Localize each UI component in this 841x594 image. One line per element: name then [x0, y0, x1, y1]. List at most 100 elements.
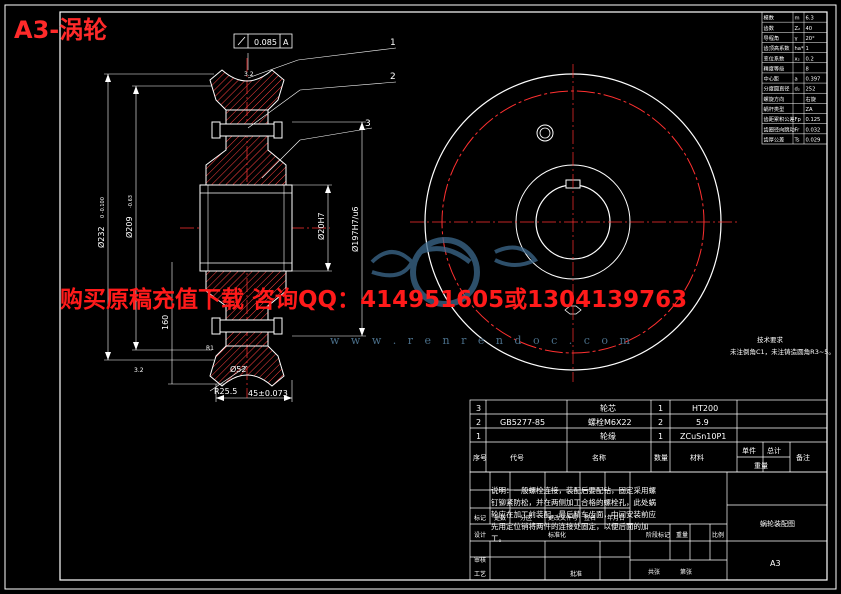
bom-h-unit: 单件: [742, 446, 756, 455]
param-cell: 分度圆直径: [764, 85, 790, 93]
tb-stage: 阶段标记: [646, 531, 670, 539]
param-cell: 0.032: [806, 127, 821, 133]
param-cell: 右旋: [806, 95, 817, 103]
tb-weight: 重量: [676, 531, 688, 539]
dim-d3: Ø197H7/u6: [350, 206, 360, 252]
param-cell: d₂: [795, 87, 800, 93]
param-cell: Ts: [794, 138, 800, 144]
param-cell: 0.125: [806, 117, 821, 123]
tb-change: 更改文件号: [548, 514, 578, 522]
dim-d2-tol: -0.63: [128, 195, 134, 208]
bom-row1-no: 1: [476, 432, 481, 441]
param-cell: 0.029: [806, 138, 821, 144]
param-cell: Fp: [795, 117, 802, 123]
param-cell: γ: [795, 36, 798, 42]
bom-row1-qty: 1: [658, 432, 663, 441]
param-cell: 1: [806, 46, 809, 52]
web-top: [205, 109, 287, 186]
param-cell: 0.397: [806, 77, 821, 83]
param-cell: 蜗杆类型: [764, 105, 785, 113]
param-cell: 0.2: [806, 56, 814, 62]
bom-row2-qty: 2: [658, 418, 663, 427]
bom-h-total: 总计: [767, 446, 781, 455]
param-cell: 齿厚公差: [764, 136, 785, 144]
bom-h-code: 代号: [510, 453, 524, 462]
tb-mark: 标记: [474, 514, 486, 522]
sheet-size: A3: [770, 559, 781, 568]
tolerance-value: 0.085: [254, 38, 277, 47]
param-cell: Z₂: [795, 26, 801, 32]
param-cell: 导程角: [764, 34, 780, 42]
param-cell: 齿距累积公差: [764, 115, 795, 123]
web-bottom: [205, 270, 287, 347]
dim-c2: 3.2: [244, 71, 254, 78]
bom-row2-code: GB5277-85: [500, 418, 545, 427]
param-cell: a: [795, 77, 798, 83]
param-cell: 40: [806, 26, 813, 32]
tb-process: 工艺: [474, 570, 486, 578]
param-cell: ha*: [795, 46, 804, 52]
bom-h-mat: 材料: [690, 453, 704, 462]
dim-c1: 3.2: [134, 367, 144, 374]
tb-sign: 签名: [584, 514, 596, 522]
param-cell: 变位系数: [764, 54, 786, 62]
bom-row3-no: 3: [476, 404, 481, 413]
bom-h-name: 名称: [592, 453, 606, 462]
param-cell: 模数: [764, 14, 775, 22]
bom-row1-mat: ZCuSn10P1: [680, 432, 726, 441]
tb-design: 设计: [474, 531, 486, 539]
param-cell: 252: [806, 87, 816, 93]
param-cell: ZA: [806, 107, 814, 113]
param-cell: x₂: [795, 56, 800, 62]
leader-1: 1: [390, 38, 396, 48]
dim-d4: Ø20H7: [316, 212, 326, 240]
bolt-hex: [564, 305, 582, 315]
drawing-name: 蜗轮装配图: [760, 519, 795, 528]
bom-row3-name: 轮芯: [600, 403, 616, 413]
bom-row2-name: 螺栓M6X22: [588, 417, 632, 427]
bolt-hole: [536, 124, 554, 142]
section-view: [104, 33, 397, 402]
tb-sheetno: 第张: [680, 568, 692, 576]
param-table: [761, 11, 828, 145]
tb-approve: 批准: [570, 570, 582, 578]
param-cell: Fr: [795, 127, 801, 133]
param-cell: 8: [806, 66, 809, 72]
dim-d1-tol: 0 -0.100: [100, 197, 106, 218]
bolt-top: [217, 123, 277, 137]
tb-date: 年月日: [607, 514, 625, 522]
param-cell: 20°: [806, 36, 816, 42]
tb-count: 处数: [494, 514, 506, 522]
param-cell: 齿顶高系数: [764, 44, 791, 52]
dim-d5: 160: [161, 315, 170, 330]
tolerance-frame: [233, 33, 293, 49]
param-cell: 6.3: [806, 16, 814, 22]
bom-h-no: 序号: [473, 453, 487, 462]
hub: [199, 184, 293, 272]
tb-check: 审核: [474, 556, 486, 564]
bom-h-remark: 备注: [796, 453, 810, 462]
outer-border: [4, 4, 837, 590]
bom-row3-mat: HT200: [692, 404, 718, 413]
dim-d1: Ø232: [96, 226, 106, 248]
bom-row3-qty: 1: [658, 404, 663, 413]
dim-d2: Ø209: [124, 216, 134, 238]
param-cell: 齿数: [764, 24, 775, 32]
tolerance-datum: A: [283, 38, 289, 47]
dim-w: 45±0.073: [248, 389, 288, 398]
param-cell: 中心距: [764, 75, 780, 83]
tb-total: 共张: [648, 568, 660, 576]
param-cell: m: [795, 16, 800, 22]
bom-h-weight: 重量: [754, 462, 768, 470]
bom-table: [469, 399, 828, 581]
dim-d6: Ø52: [230, 364, 246, 374]
leader-2: 2: [390, 72, 396, 82]
tb-std: 标准化: [548, 531, 566, 539]
bom-row2-no: 2: [476, 418, 481, 427]
leader-3: 3: [365, 119, 371, 129]
bolt-bottom: [217, 319, 277, 333]
bom-row1-name: 轮缘: [600, 431, 616, 441]
